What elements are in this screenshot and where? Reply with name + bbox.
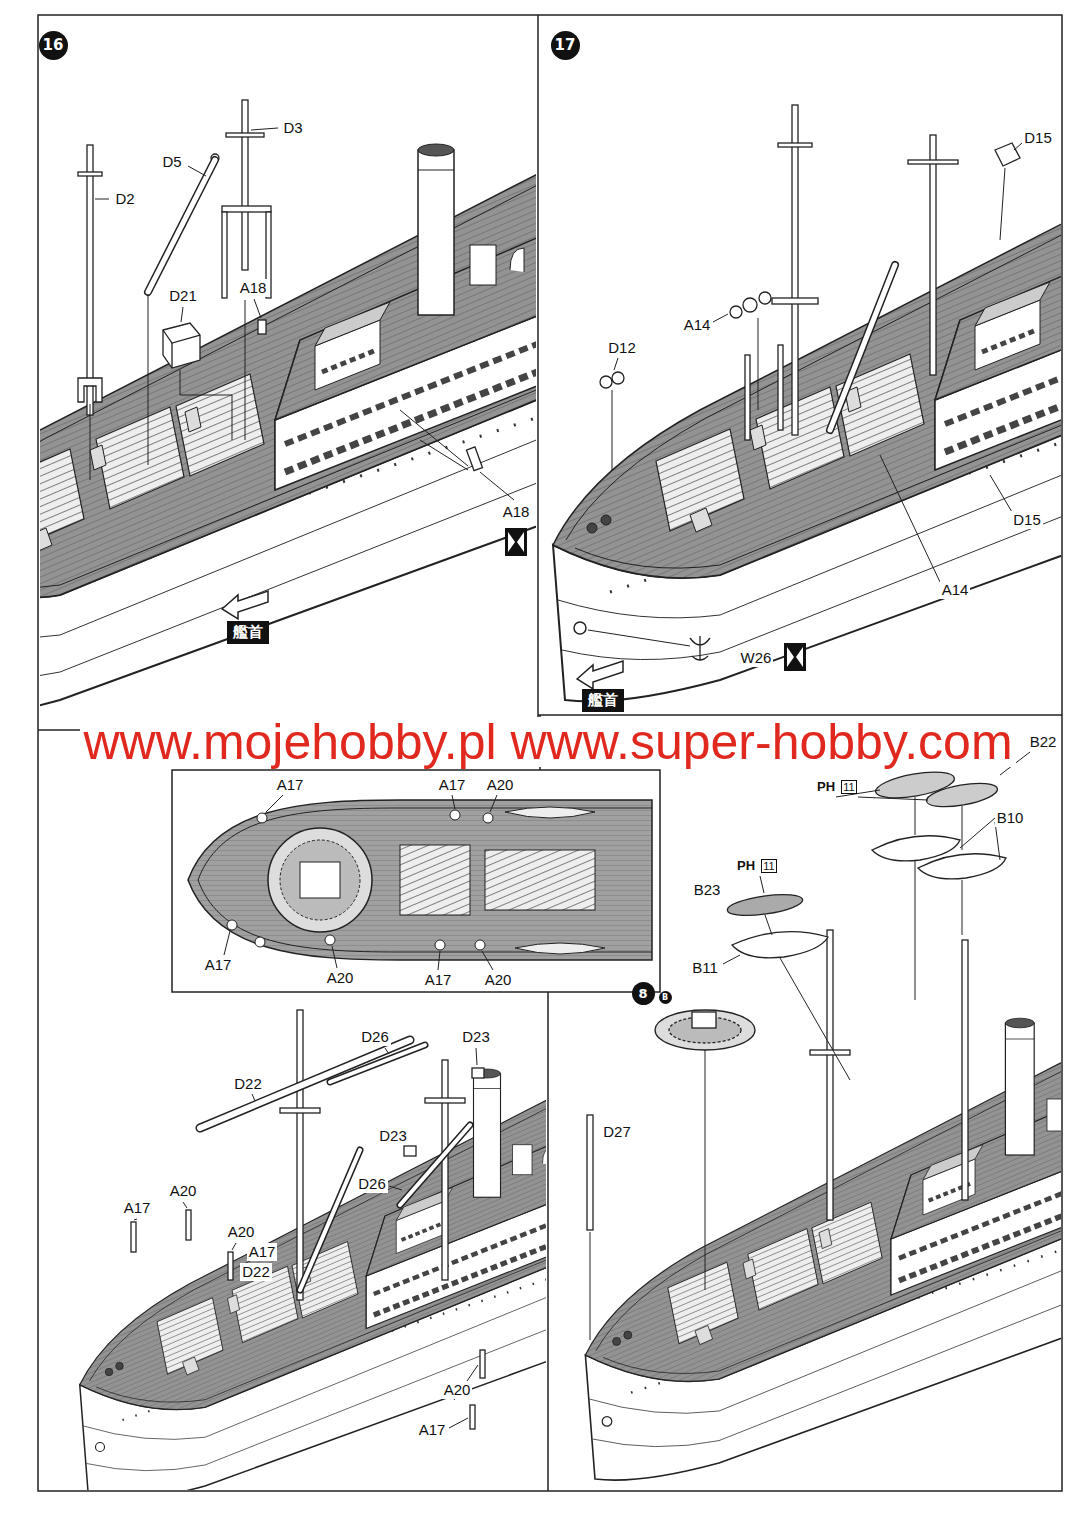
part-number: A20 [168, 1182, 199, 1199]
node-text: 艦首 [588, 691, 618, 710]
photo-etch-ref: PH [735, 859, 757, 874]
part-number: A17 [122, 1199, 153, 1216]
part-number: A17 [437, 776, 468, 793]
part-number: B10 [995, 809, 1026, 826]
part-ref-box: 11 [841, 780, 856, 794]
part-number: D22 [240, 1263, 272, 1280]
part-number: A14 [940, 581, 971, 598]
node-text: B [662, 993, 668, 1002]
part-number: A14 [682, 316, 713, 333]
part-number: A18 [238, 279, 269, 296]
part-number: A20 [226, 1223, 257, 1240]
watermark: www.mojehobby.pl www.super-hobby.com [80, 717, 1015, 767]
part-number: D23 [377, 1127, 409, 1144]
part-number: B23 [692, 881, 723, 898]
part-number: B22 [1028, 733, 1059, 750]
subassembly-ref: B [659, 991, 672, 1004]
step-number: 16 [39, 31, 68, 60]
part-number: A20 [483, 971, 514, 988]
part-number: D27 [601, 1123, 633, 1140]
part-number: D15 [1022, 129, 1054, 146]
part-number: A17 [203, 956, 234, 973]
part-number: W26 [739, 649, 774, 666]
part-number: A17 [423, 971, 454, 988]
part-number: A17 [417, 1421, 448, 1438]
part-number: A20 [485, 776, 516, 793]
part-number: B11 [690, 959, 720, 976]
part-number: D23 [460, 1028, 492, 1045]
bow-direction-box: 艦首 [227, 621, 269, 644]
part-number: D12 [606, 339, 638, 356]
node-text: 17 [555, 36, 576, 54]
part-ref-box: 11 [761, 859, 776, 873]
node-text: 艦首 [233, 623, 263, 642]
part-number: D21 [167, 287, 199, 304]
part-number: A20 [325, 969, 356, 986]
part-number: A18 [501, 503, 532, 520]
photo-etch-ref: PH [815, 780, 837, 795]
part-number: A20 [442, 1381, 473, 1398]
part-number: D26 [359, 1028, 391, 1045]
step-number: 17 [551, 31, 580, 60]
part-number: D3 [281, 119, 304, 136]
node-text: 16 [43, 36, 64, 54]
part-number: D26 [356, 1175, 388, 1192]
part-number: D15 [1011, 511, 1043, 528]
part-number: D2 [113, 190, 136, 207]
subassembly-ref: 8 [632, 982, 655, 1005]
part-number: D5 [160, 153, 183, 170]
part-number: D22 [232, 1075, 264, 1092]
part-number: A17 [275, 776, 306, 793]
part-number: A17 [247, 1243, 278, 1260]
bow-direction-box: 艦首 [582, 689, 624, 712]
node-text: 8 [638, 986, 647, 1001]
